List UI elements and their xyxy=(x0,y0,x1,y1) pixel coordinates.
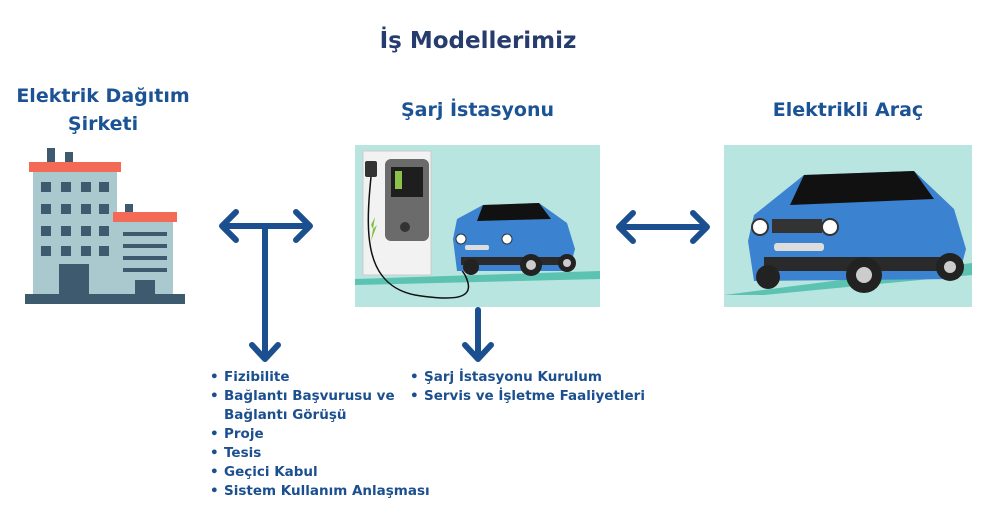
list-item: Sistem Kullanım Anlaşması xyxy=(210,482,430,501)
list-item: Tesis xyxy=(210,444,410,463)
list-item: Bağlantı Başvurusu ve Bağlantı Görüşü xyxy=(210,387,404,425)
list-item: Şarj İstasyonu Kurulum xyxy=(410,368,645,387)
list-item: Geçici Kabul xyxy=(210,463,410,482)
heading-electric-vehicle: Elektrikli Araç xyxy=(772,99,924,121)
building-icon xyxy=(25,148,185,304)
heading-line: Şirketi xyxy=(67,113,139,135)
charging-station-icon xyxy=(355,145,600,307)
distribution-services-list: Fizibilite Bağlantı Başvurusu ve Bağlant… xyxy=(210,368,430,501)
station-services-list: Şarj İstasyonu Kurulum Servis ve İşletme… xyxy=(410,368,645,406)
heading-line: Elektrik Dağıtım xyxy=(16,85,190,107)
heading-distribution-company: Elektrik Dağıtım Şirketi xyxy=(0,82,206,138)
electric-car-icon xyxy=(724,145,972,307)
page-title: İş Modellerimiz xyxy=(379,28,577,54)
heading-charging-station: Şarj İstasyonu xyxy=(400,99,555,121)
list-item: Fizibilite xyxy=(210,368,410,387)
list-item: Proje xyxy=(210,425,410,444)
list-item: Servis ve İşletme Faaliyetleri xyxy=(410,387,645,406)
